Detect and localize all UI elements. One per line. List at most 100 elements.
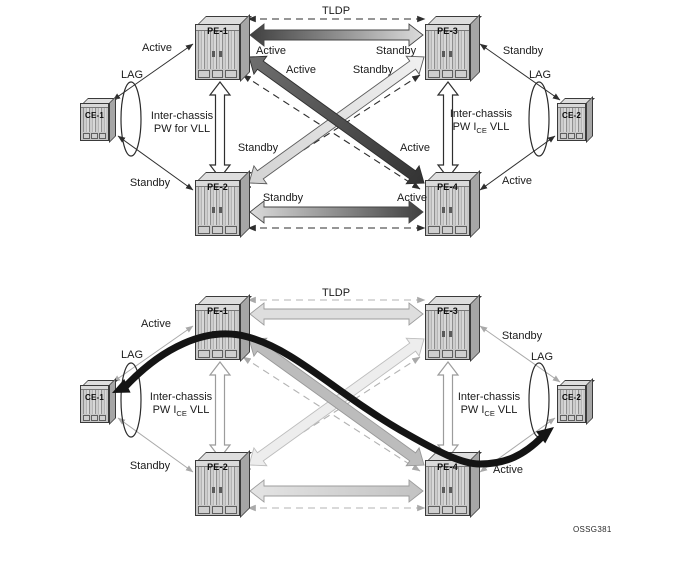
- top-ce1-router: CE-1: [80, 96, 118, 149]
- bottom-pe4-router: PE-4: [425, 450, 482, 527]
- top-ce1-pe1-active-label: Active: [142, 42, 172, 54]
- router-side-face: [586, 96, 593, 143]
- bot-lag-ellipse-right: [528, 362, 550, 438]
- top-pw23-standby-lower-label: Standby: [237, 142, 279, 154]
- top-inter-chassis-left-label: Inter-chassis PW for VLL: [150, 110, 214, 135]
- router-feet: [560, 415, 583, 421]
- top-ce2-pe4-active-label: Active: [502, 175, 532, 187]
- top-icb-pw-arrow-pe3-pe4: [436, 81, 460, 179]
- figure-code-watermark: OSSG381: [573, 525, 612, 534]
- router-feet: [428, 70, 468, 78]
- bot-pw-pe2-pe4: [249, 479, 424, 503]
- router-front-face: PE-4: [425, 180, 470, 236]
- router-side-face: [240, 14, 250, 82]
- top-lag-ellipse-left: [120, 81, 142, 157]
- router-slots: [83, 108, 106, 132]
- router-front-face: CE-2: [557, 103, 586, 141]
- router-side-face: [109, 96, 116, 143]
- top-pe2-router: PE-2: [195, 170, 252, 247]
- top-link-ce2-pe4: [479, 135, 556, 191]
- router-feet: [198, 350, 238, 358]
- router-side-face: [240, 294, 250, 362]
- top-pw24-standby-label: Standby: [262, 192, 304, 204]
- router-side-face: [470, 294, 480, 362]
- top-ce2-router: CE-2: [557, 96, 595, 149]
- router-slots: [198, 31, 237, 69]
- bot-ce1-pe1-active-label: Active: [141, 318, 171, 330]
- router-front-face: CE-1: [80, 385, 109, 423]
- router-label: PE-1: [207, 306, 228, 316]
- router-label: PE-2: [207, 182, 228, 192]
- top-ce2-pe3-standby-label: Standby: [502, 45, 544, 57]
- bot-pw-pe1-pe3: [249, 302, 424, 326]
- router-front-face: PE-2: [195, 180, 240, 236]
- top-lag-left-label: LAG: [120, 69, 144, 81]
- router-slots: [83, 390, 106, 414]
- router-slots: [560, 390, 583, 414]
- router-slots: [428, 187, 467, 225]
- router-side-face: [240, 170, 250, 238]
- router-feet: [198, 506, 238, 514]
- router-slots: [560, 108, 583, 132]
- router-label: CE-1: [84, 393, 105, 402]
- bottom-pe2-router: PE-2: [195, 450, 252, 527]
- bot-icb-pw-arrow-pe3-pe4: [436, 361, 460, 459]
- router-feet: [83, 133, 106, 139]
- router-feet: [428, 506, 468, 514]
- router-side-face: [470, 450, 480, 518]
- router-label: PE-3: [437, 26, 458, 36]
- top-pw13-active-label: Active: [256, 45, 286, 57]
- bot-ce2-pe4-active-label: Active: [493, 464, 523, 476]
- top-link-ce2-pe3: [479, 43, 561, 101]
- router-label: PE-4: [437, 462, 458, 472]
- top-link-ce1-pe2: [117, 135, 194, 191]
- router-feet: [428, 226, 468, 234]
- top-pw-pe1-pe3: [249, 23, 424, 47]
- router-front-face: CE-1: [80, 103, 109, 141]
- router-feet: [198, 70, 238, 78]
- router-slots: [198, 187, 237, 225]
- bottom-ce2-router: CE-2: [557, 378, 595, 431]
- top-link-ce1-pe1: [112, 43, 194, 101]
- top-pe3-router: PE-3: [425, 14, 482, 91]
- top-pw14-active-upper-label: Active: [286, 64, 316, 76]
- router-label: PE-4: [437, 182, 458, 192]
- bot-lag-right-label: LAG: [530, 351, 554, 363]
- bottom-pe1-router: PE-1: [195, 294, 252, 371]
- bottom-pe3-router: PE-3: [425, 294, 482, 371]
- top-lag-right-label: LAG: [528, 69, 552, 81]
- router-front-face: PE-2: [195, 460, 240, 516]
- router-front-face: CE-2: [557, 385, 586, 423]
- bottom-ce1-router: CE-1: [80, 378, 118, 431]
- top-pw23-standby-upper-label: Standby: [352, 64, 394, 76]
- router-front-face: PE-1: [195, 304, 240, 360]
- router-side-face: [470, 14, 480, 82]
- top-pw13-standby-label: Standby: [375, 45, 417, 57]
- top-pw-pe2-pe4: [249, 200, 424, 224]
- router-feet: [560, 133, 583, 139]
- bot-icb-pw-arrow-pe1-pe2: [208, 361, 232, 459]
- router-feet: [428, 350, 468, 358]
- router-slots: [198, 467, 237, 505]
- router-label: PE-3: [437, 306, 458, 316]
- bot-lag-ellipse-left: [120, 362, 142, 438]
- top-pw24-active-label: Active: [397, 192, 427, 204]
- router-front-face: PE-1: [195, 24, 240, 80]
- router-side-face: [240, 450, 250, 518]
- router-slots: [428, 311, 467, 349]
- router-label: CE-1: [84, 111, 105, 120]
- router-side-face: [470, 170, 480, 238]
- bot-ce1-pe2-standby-label: Standby: [129, 460, 171, 472]
- router-slots: [428, 467, 467, 505]
- bot-ce2-pe3-standby-label: Standby: [501, 330, 543, 342]
- router-slots: [428, 31, 467, 69]
- top-pe1-router: PE-1: [195, 14, 252, 91]
- router-side-face: [109, 378, 116, 425]
- router-label: PE-2: [207, 462, 228, 472]
- top-pe4-router: PE-4: [425, 170, 482, 247]
